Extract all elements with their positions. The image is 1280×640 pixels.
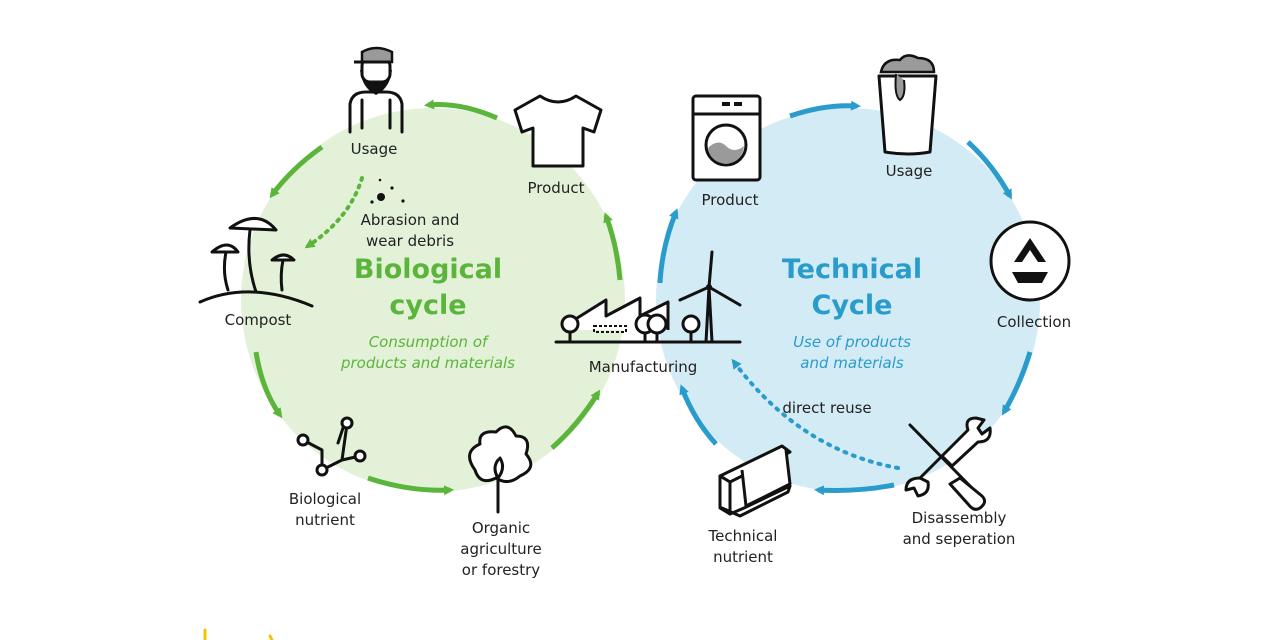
technical-cycle-area <box>656 108 1040 492</box>
collection-label: Collection <box>997 313 1071 331</box>
manufacturing-label: Manufacturing <box>589 358 698 376</box>
biological-cycle-area <box>241 108 625 492</box>
factory-wind-turbine-icon <box>554 250 742 344</box>
washing-machine-icon <box>691 94 762 182</box>
steel-beam-icon <box>718 444 792 518</box>
direct-reuse-dotted-arrow <box>731 358 900 470</box>
mushroom-icon <box>198 217 314 308</box>
bio-nutrient-label-line2: nutrient <box>295 511 355 529</box>
tech-nutrient-label-line2: nutrient <box>713 548 773 566</box>
abrasion-label-line2: wear debris <box>366 232 454 250</box>
bio-title-line2: cycle <box>389 290 466 321</box>
abrasion-dotted-arrow <box>304 176 364 249</box>
debris-dots-icon <box>370 178 405 204</box>
agri-label-line2: agriculture <box>460 540 541 558</box>
agri-label-line1: Organic <box>472 519 530 537</box>
abrasion-label-line1: Abrasion and <box>361 211 460 229</box>
disassembly-label-line1: Disassembly <box>912 509 1007 527</box>
tshirt-icon <box>513 94 603 168</box>
bio-usage-label: Usage <box>351 140 398 158</box>
bio-subtitle-line1: Consumption of <box>369 333 490 351</box>
tech-subtitle-line2: and materials <box>800 354 904 372</box>
molecule-icon <box>296 416 367 477</box>
bio-subtitle-line2: products and materials <box>340 354 515 372</box>
technical-cycle-arrows <box>657 100 1033 496</box>
tools-icon <box>904 416 992 511</box>
tech-product-label: Product <box>702 191 759 209</box>
bio-title-line1: Biological <box>354 254 502 285</box>
agri-label-line3: or forestry <box>462 561 540 579</box>
tech-usage-label: Usage <box>886 162 933 180</box>
bio-nutrient-label-line1: Biological <box>289 490 361 508</box>
tech-nutrient-label-line1: Technical <box>708 527 778 545</box>
tech-title-line2: Cycle <box>812 290 893 321</box>
cotton-plant-icon <box>468 425 533 514</box>
bio-product-label: Product <box>528 179 585 197</box>
direct-reuse-label: direct reuse <box>782 399 871 417</box>
recycle-icon <box>989 220 1071 302</box>
compost-label: Compost <box>225 311 292 329</box>
decorative-yellow-marks <box>203 628 274 640</box>
tech-subtitle-line1: Use of products <box>793 333 911 351</box>
biological-cycle-arrows <box>253 99 623 496</box>
cup-icon <box>877 54 938 156</box>
person-icon <box>348 46 404 134</box>
disassembly-label-line2: and seperation <box>903 530 1016 548</box>
tech-title-line1: Technical <box>782 254 922 285</box>
